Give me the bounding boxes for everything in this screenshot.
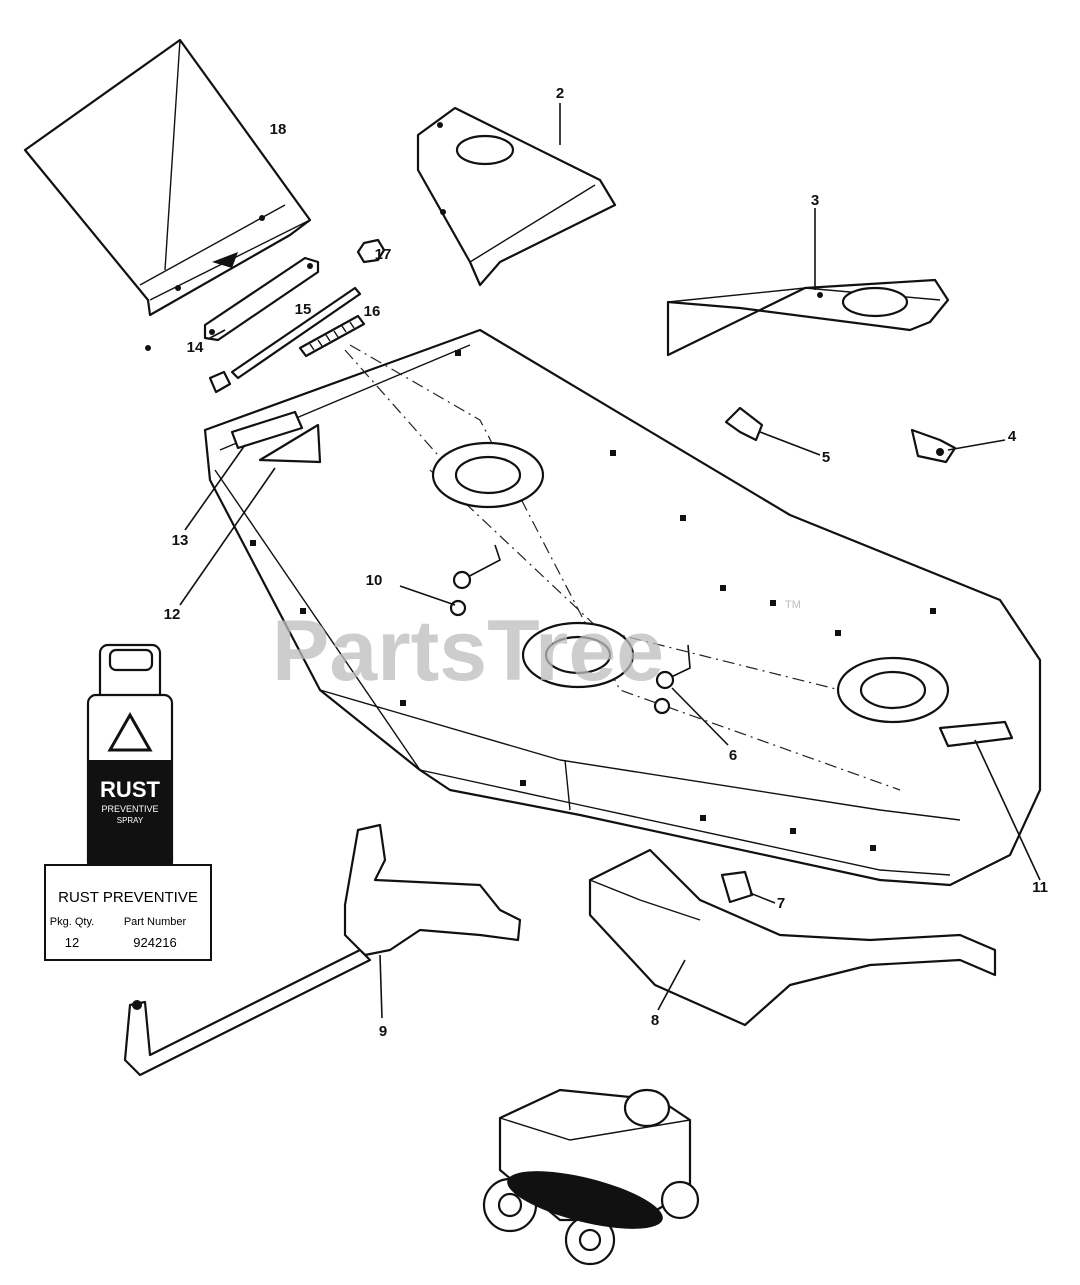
callout-12: 12 [164,606,181,623]
callout-6: 6 [729,747,737,764]
callout-labels: 2 3 4 5 6 7 8 9 10 11 12 13 14 15 16 17 … [164,85,1048,1040]
baffle-9[interactable] [123,823,522,1077]
callout-15: 15 [295,301,312,318]
info-box-part-header: Part Number [124,916,187,928]
callout-9: 9 [379,1023,387,1040]
rust-preventive-can: RUST PREVENTIVE SPRAY [86,643,174,872]
can-label-line2: PREVENTIVE [101,804,158,814]
belt-cover-right[interactable] [666,278,950,357]
info-box-title: RUST PREVENTIVE [58,889,198,906]
callout-5: 5 [822,449,830,466]
chute-rod[interactable] [208,286,362,394]
can-label-word: RUST [100,777,160,802]
callout-8: 8 [651,1012,659,1029]
chute-spring[interactable] [298,314,366,358]
can-label-line3: SPRAY [117,816,144,825]
watermark: PartsTree TM [272,599,801,699]
callout-3: 3 [811,192,819,209]
bracket-4[interactable] [910,428,957,464]
chute-bracket[interactable] [203,256,320,342]
belt-cover-left[interactable] [416,106,617,287]
leader-lines [179,103,1041,1019]
callout-10: 10 [366,572,383,589]
chute-nut[interactable] [356,238,386,264]
watermark-tm: TM [785,599,801,611]
callout-11: 11 [1032,879,1048,896]
callout-13: 13 [172,532,189,549]
callout-17: 17 [375,246,392,263]
callout-16: 16 [364,303,381,320]
callout-4: 4 [1008,428,1017,445]
tractor-thumbnail [482,1088,700,1266]
callout-2: 2 [556,85,564,102]
clip-7[interactable] [720,870,754,904]
mower-deck[interactable] [203,328,1042,887]
callout-18: 18 [270,121,287,138]
discharge-chute[interactable] [23,38,312,351]
info-box-qty-value: 12 [65,935,79,950]
info-box-qty-header: Pkg. Qty. [50,916,94,928]
watermark-text: PartsTree [272,603,664,699]
info-box-part-value: 924216 [133,935,176,950]
clip-5[interactable] [724,406,764,442]
baffle-8[interactable] [588,848,997,1027]
callout-7: 7 [777,895,785,912]
rust-preventive-info-box: RUST PREVENTIVE Pkg. Qty. Part Number 12… [44,864,212,961]
callout-14: 14 [187,339,204,356]
